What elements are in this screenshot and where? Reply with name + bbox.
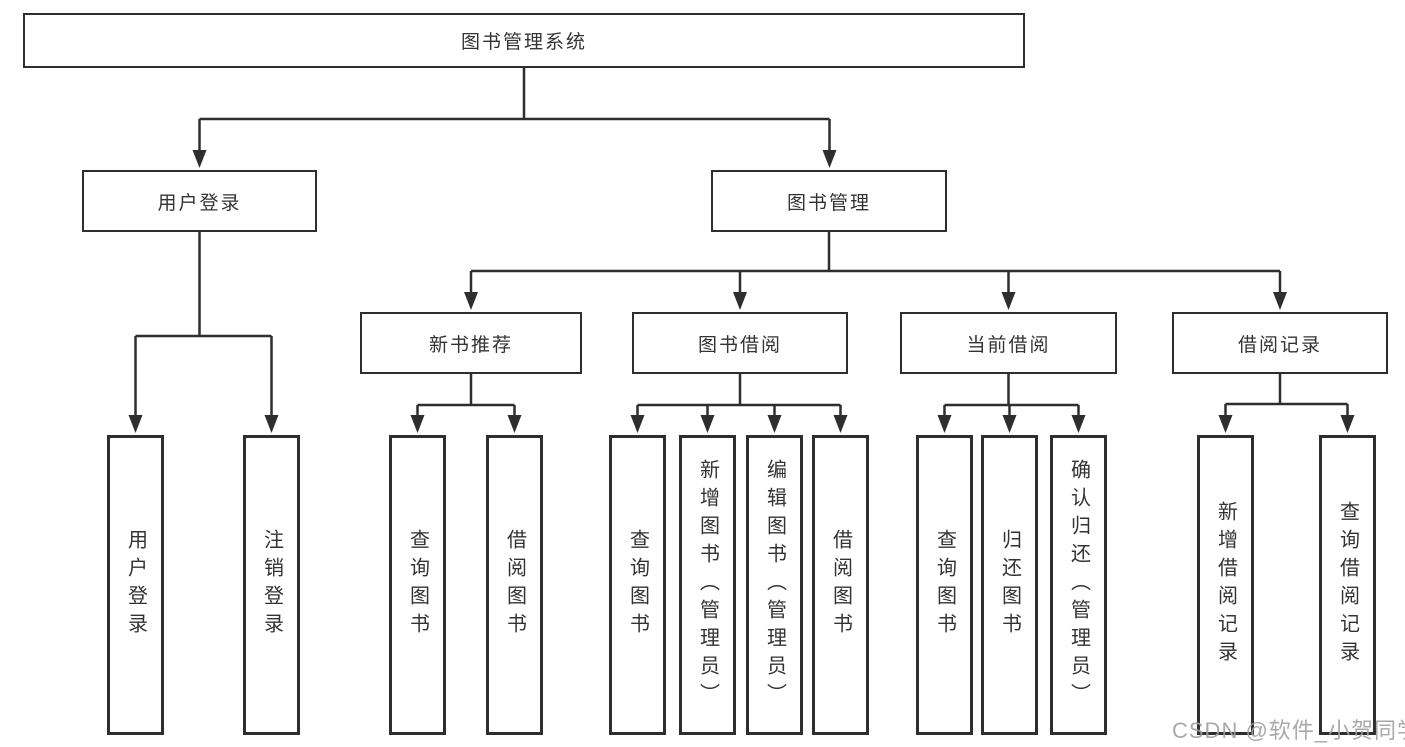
leaf-user-login: 用户登录 [107, 435, 164, 735]
node-current-borrowing: 当前借阅 [900, 312, 1117, 374]
leaf-recommend-borrow-books: 借阅图书 [486, 435, 543, 735]
leaf-add-book-admin: 新增图书（管理员） [679, 435, 736, 735]
leaf-add-borrow-record: 新增借阅记录 [1197, 435, 1254, 735]
leaf-borrowing-borrow-books: 借阅图书 [812, 435, 869, 735]
leaf-label: 归还图书 [998, 529, 1021, 641]
leaf-label: 新增借阅记录 [1214, 501, 1237, 669]
leaf-label: 用户登录 [124, 529, 147, 641]
leaf-label: 查询图书 [933, 529, 956, 641]
leaf-borrowing-query-books: 查询图书 [609, 435, 666, 735]
leaf-label: 查询借阅记录 [1336, 501, 1359, 669]
node-label: 图书借阅 [697, 334, 782, 356]
node-book-borrowing: 图书借阅 [632, 312, 848, 374]
leaf-label: 注销登录 [260, 529, 283, 641]
leaf-label: 确认归还（管理员） [1067, 459, 1090, 711]
node-label: 借阅记录 [1237, 334, 1322, 356]
arrowheads [128, 150, 1355, 433]
node-book-management: 图书管理 [711, 170, 947, 232]
node-new-book-recommendation: 新书推荐 [360, 312, 582, 374]
node-library-management-system: 图书管理系统 [23, 13, 1025, 68]
leaf-label: 编辑图书（管理员） [763, 459, 786, 711]
leaf-label: 查询图书 [626, 529, 649, 641]
node-label: 图书管理 [786, 192, 871, 214]
csdn-watermark: CSDN @软件_小贺同学 [1172, 718, 1405, 743]
leaf-return-books: 归还图书 [981, 435, 1038, 735]
leaf-label: 借阅图书 [829, 529, 852, 641]
node-label: 用户登录 [157, 192, 242, 214]
leaf-current-query-books: 查询图书 [916, 435, 973, 735]
node-label: 当前借阅 [966, 334, 1051, 356]
leaf-query-borrow-record: 查询借阅记录 [1319, 435, 1376, 735]
leaf-recommend-query-books: 查询图书 [389, 435, 446, 735]
leaf-logout: 注销登录 [243, 435, 300, 735]
leaf-confirm-return-admin: 确认归还（管理员） [1050, 435, 1107, 735]
node-label: 新书推荐 [428, 334, 513, 356]
node-label: 图书管理系统 [460, 32, 587, 53]
leaf-label: 新增图书（管理员） [696, 459, 719, 711]
leaf-label: 借阅图书 [503, 529, 526, 641]
leaf-edit-book-admin: 编辑图书（管理员） [746, 435, 803, 735]
leaf-label: 查询图书 [406, 529, 429, 641]
node-user-login: 用户登录 [82, 170, 317, 232]
node-borrowing-records: 借阅记录 [1172, 312, 1388, 374]
